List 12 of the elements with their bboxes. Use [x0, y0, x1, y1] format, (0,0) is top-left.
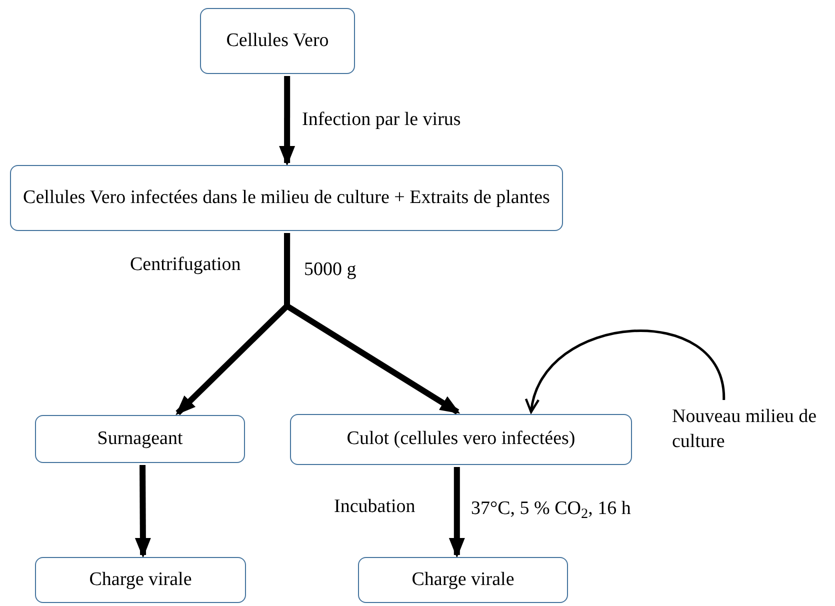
process-box: Charge virale [35, 557, 246, 603]
arrow [134, 464, 151, 558]
arrow [279, 76, 296, 166]
process-box: Cellules Vero [200, 8, 355, 74]
process-box: Surnageant [35, 415, 245, 463]
arrow [448, 467, 465, 558]
process-box: Cellules Vero infectées dans le milieu de culture + Extraits de plantes [10, 165, 563, 231]
process-box: Charge virale [358, 557, 568, 603]
process-box: Culot (cellules vero infectées) [290, 414, 632, 465]
note-text: Nouveau milieu de culture [672, 402, 834, 458]
arrow [526, 330, 726, 414]
arrow [284, 233, 460, 415]
